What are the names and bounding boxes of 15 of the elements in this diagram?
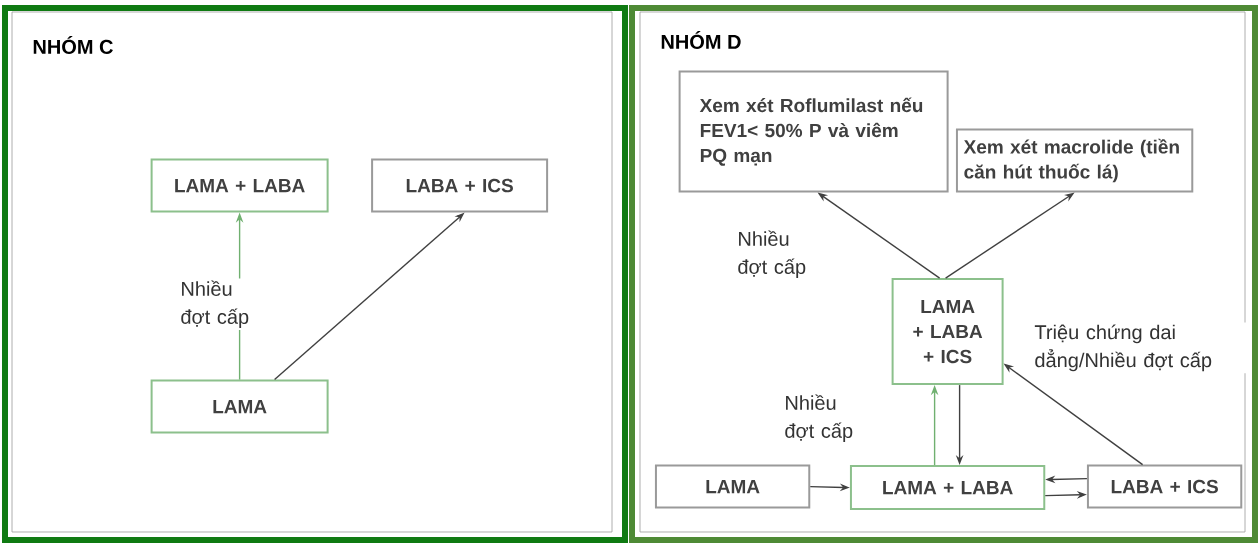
process-box: LAMA + LABA bbox=[150, 158, 329, 213]
process-box: LAMA + LABA + ICS bbox=[891, 278, 1004, 386]
edge-label: Nhiều đợt cấp bbox=[178, 278, 263, 330]
process-box: Xem xét macrolide (tiền căn hút thuốc lá) bbox=[955, 128, 1194, 193]
process-box: LABA + ICS bbox=[1086, 464, 1243, 509]
edge-label: Triệu chứng dai dẳng/Nhiều đợt cấp bbox=[1032, 322, 1247, 374]
panel-heading: NHÓM D bbox=[661, 31, 741, 49]
process-box: LABA + ICS bbox=[371, 158, 549, 213]
edge-label: Nhiều đợt cấp bbox=[782, 392, 867, 444]
process-box: Xem xét Roflumilast nếu FEV1< 50% P và viêm PQ mạn bbox=[678, 70, 949, 193]
process-box: LAMA bbox=[654, 464, 811, 509]
process-box: LAMA bbox=[150, 379, 329, 434]
panel-heading: NHÓM C bbox=[33, 36, 113, 54]
edge-label: Nhiều đợt cấp bbox=[735, 228, 820, 280]
process-box: LAMA + LABA bbox=[849, 465, 1046, 511]
